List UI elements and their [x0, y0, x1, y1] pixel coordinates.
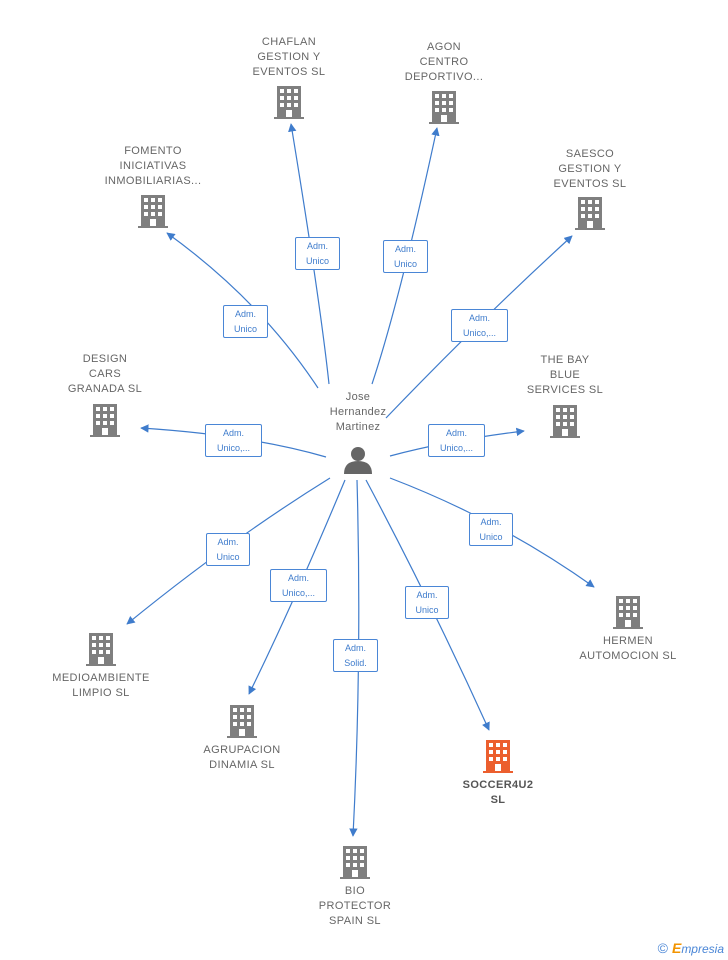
- company-name-fomento[interactable]: FOMENTO INICIATIVAS INMOBILIARIAS...: [104, 145, 202, 187]
- building-icon[interactable]: [613, 596, 643, 629]
- company-name-design[interactable]: DESIGN CARS GRANADA SL: [67, 353, 143, 395]
- building-icon[interactable]: [86, 633, 116, 666]
- edge-label-soccer: Adm. Unico: [405, 586, 449, 619]
- person-icon[interactable]: [344, 447, 372, 474]
- icons-layer: [86, 86, 643, 879]
- building-icon[interactable]: [483, 740, 513, 773]
- building-icon[interactable]: [274, 86, 304, 119]
- brand-logo-text: mpresia: [681, 942, 724, 956]
- person-name[interactable]: Jose Hernandez Martinez: [329, 391, 387, 433]
- company-name-bio[interactable]: BIO PROTECTOR SPAIN SL: [318, 885, 392, 927]
- building-icon[interactable]: [550, 405, 580, 438]
- edge-label-design: Adm. Unico,...: [205, 424, 262, 457]
- edge-label-chaflan: Adm. Unico: [295, 237, 340, 270]
- edge-label-bluebay: Adm. Unico,...: [428, 424, 485, 457]
- company-name-agon[interactable]: AGON CENTRO DEPORTIVO...: [404, 41, 484, 83]
- building-icon[interactable]: [227, 705, 257, 738]
- brand-logo-initial: E: [671, 940, 682, 956]
- building-icon[interactable]: [138, 195, 168, 228]
- edge-label-hermen: Adm. Unico: [469, 513, 513, 546]
- edge-label-agon: Adm. Unico: [383, 240, 428, 273]
- edge-agon: [371, 127, 440, 385]
- edge-label-fomento: Adm. Unico: [223, 305, 268, 338]
- building-icon[interactable]: [90, 404, 120, 437]
- edge-label-bio: Adm. Solid.: [333, 639, 378, 672]
- building-icon[interactable]: [575, 197, 605, 230]
- building-icon[interactable]: [429, 91, 459, 124]
- edge-label-medio: Adm. Unico: [206, 533, 250, 566]
- building-icon[interactable]: [340, 846, 370, 879]
- edge-chaflan: [288, 123, 330, 385]
- company-name-soccer[interactable]: SOCCER4U2 SL: [462, 779, 534, 806]
- company-name-hermen[interactable]: HERMEN AUTOMOCION SL: [579, 635, 677, 662]
- company-name-medio[interactable]: MEDIOAMBIENTE LIMPIO SL: [52, 672, 150, 699]
- copyright-icon: ©: [657, 940, 668, 956]
- company-name-agrupacion[interactable]: AGRUPACION DINAMIA SL: [203, 744, 281, 771]
- edges-layer: [126, 123, 595, 837]
- company-name-chaflan[interactable]: CHAFLAN GESTION Y EVENTOS SL: [252, 36, 326, 78]
- company-name-bluebay[interactable]: THE BAY BLUE SERVICES SL: [526, 354, 604, 396]
- edge-label-saesco: Adm. Unico,...: [451, 309, 508, 342]
- company-name-saesco[interactable]: SAESCO GESTION Y EVENTOS SL: [553, 148, 627, 190]
- footer-brand[interactable]: ©Empresia: [658, 940, 724, 956]
- edge-label-agrupacion: Adm. Unico,...: [270, 569, 327, 602]
